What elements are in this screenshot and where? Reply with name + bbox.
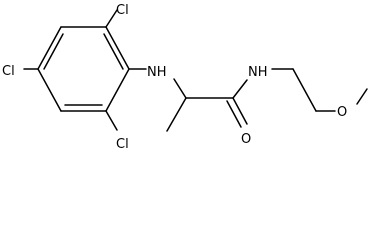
chemical-structure-diagram: Cl Cl Cl NH NH O O bbox=[2, 3, 368, 152]
bond-calpha-methyl bbox=[166, 97, 187, 132]
benzene-ring bbox=[37, 26, 130, 112]
label-cl-bottom: Cl bbox=[116, 137, 129, 152]
bond-carbonyl-1 bbox=[232, 97, 248, 125]
bond-cl-bottom bbox=[105, 110, 118, 131]
bond-ccarbonyl-nh bbox=[232, 79, 248, 99]
ring-bond-5 bbox=[37, 26, 62, 70]
label-nh-aryl: NH bbox=[147, 65, 167, 80]
label-nh-amide: NH bbox=[248, 65, 268, 80]
bond-cl-top bbox=[105, 9, 118, 28]
ring-double-inner-3 bbox=[43, 33, 64, 70]
label-cl-left: Cl bbox=[2, 64, 15, 79]
bond-o-ch3 bbox=[356, 88, 368, 105]
ring-double-inner-1 bbox=[103, 33, 124, 70]
ring-bond-4 bbox=[37, 68, 62, 112]
bond-carbonyl-2 bbox=[226, 100, 242, 128]
label-o-carbonyl: O bbox=[241, 132, 251, 147]
ring-bond-2 bbox=[105, 68, 130, 112]
ring-bond-1 bbox=[105, 26, 130, 70]
bond-nh-calpha bbox=[173, 78, 187, 99]
label-o-ether: O bbox=[337, 105, 347, 120]
label-cl-top: Cl bbox=[116, 3, 129, 18]
structure-canvas: Cl Cl Cl NH NH O O bbox=[2, 3, 368, 152]
bond-ch2-ch2 bbox=[292, 68, 317, 112]
